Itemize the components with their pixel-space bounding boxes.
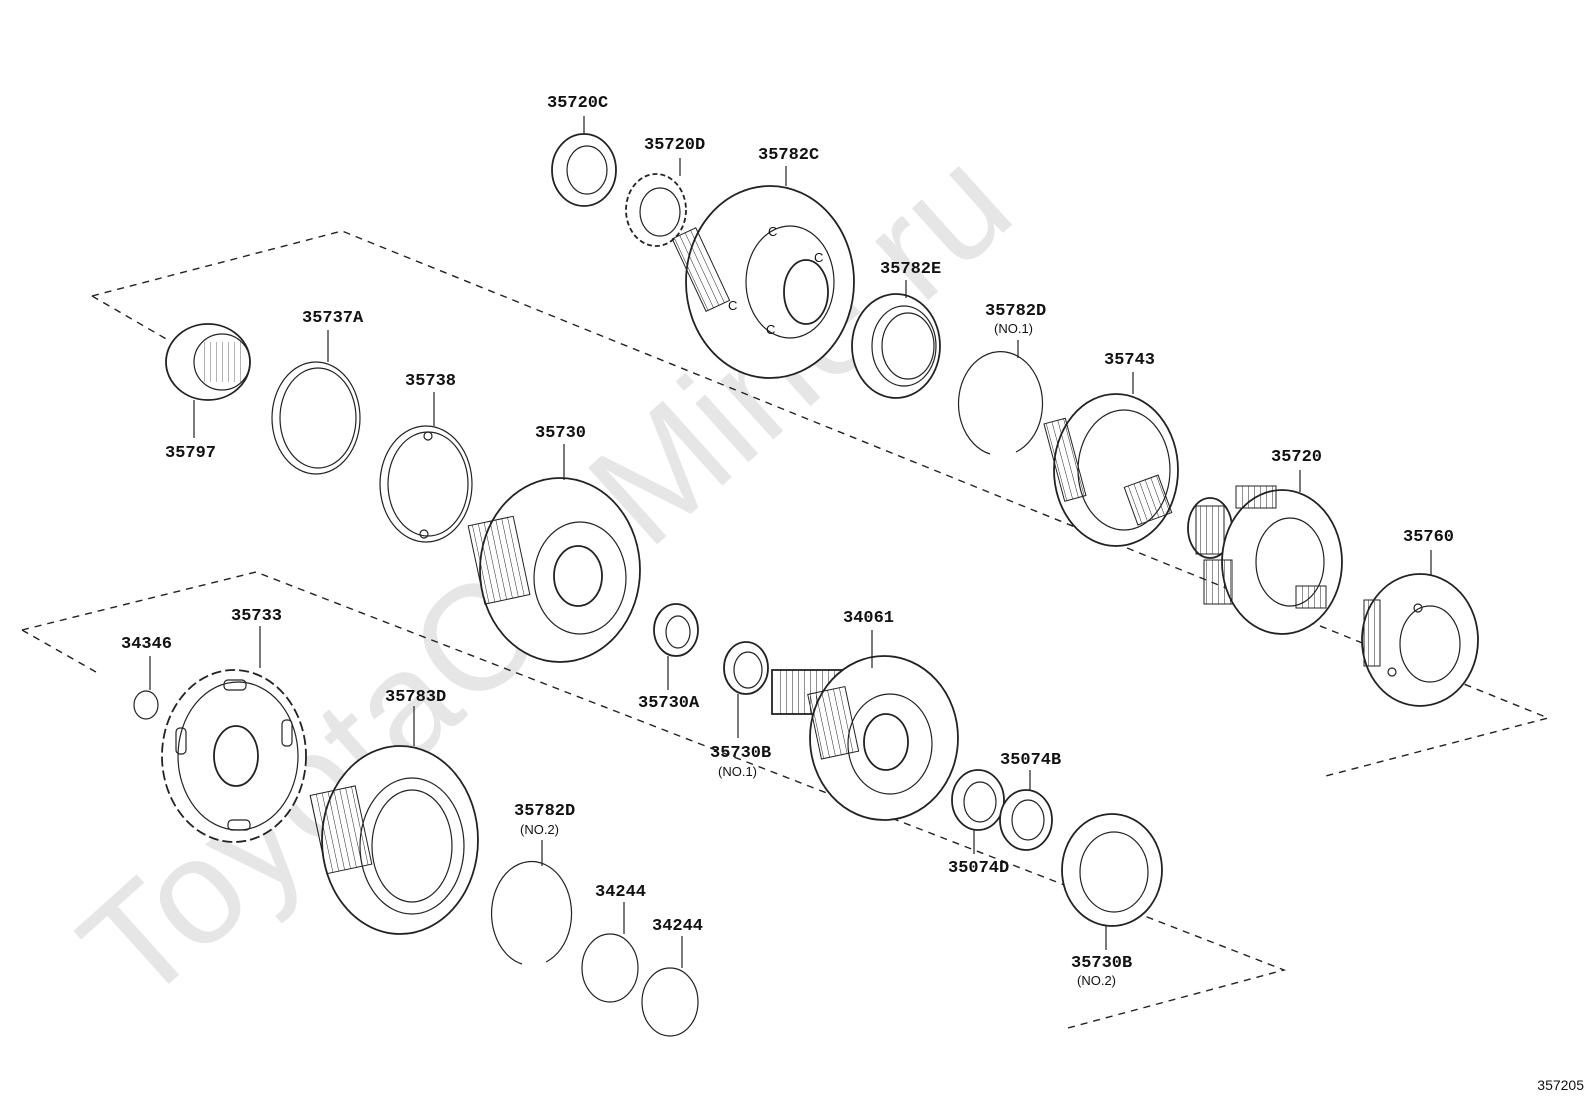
part-35730[interactable] (467, 444, 641, 663)
part-35782E[interactable] (851, 280, 941, 399)
label-35743: 35743 (1104, 351, 1155, 370)
part-35720[interactable] (1187, 470, 1343, 635)
label-35782E: 35782E (880, 260, 941, 279)
group-outline-upper-tick (91, 295, 169, 341)
part-35074D[interactable] (951, 769, 1005, 854)
label-34244-a: 34244 (595, 883, 646, 902)
part-35074B[interactable] (999, 770, 1053, 851)
label-35720: 35720 (1271, 448, 1322, 467)
label-34346: 34346 (121, 635, 172, 654)
label-35797: 35797 (165, 444, 216, 463)
svg-text:C: C (768, 224, 777, 239)
part-35760[interactable] (1361, 550, 1479, 707)
part-35733[interactable] (161, 626, 307, 843)
label-34061: 34061 (843, 609, 894, 628)
label-35730A: 35730A (638, 694, 700, 713)
label-35730B-no2-sub: (NO.2) (1077, 973, 1116, 988)
group-outline-lower (21, 571, 1287, 1029)
label-35782D-no1: 35782D (985, 302, 1046, 321)
part-35783D[interactable] (309, 706, 479, 935)
label-35730: 35730 (535, 424, 586, 443)
label-35074D: 35074D (948, 859, 1009, 878)
part-35782D-no2[interactable] (490, 840, 573, 965)
label-35720D: 35720D (644, 136, 705, 155)
part-35720C[interactable] (551, 116, 617, 207)
label-34244-b: 34244 (652, 917, 703, 936)
svg-text:C: C (814, 250, 823, 265)
part-35737A[interactable] (271, 330, 361, 475)
label-35730B-no2: 35730B (1071, 954, 1132, 973)
label-35074B: 35074B (1000, 751, 1061, 770)
part-35738[interactable] (379, 392, 473, 543)
diagram-reference-code: 357205 (1537, 1077, 1584, 1093)
part-35720D[interactable] (625, 158, 687, 247)
label-35782C: 35782C (758, 146, 819, 165)
label-35737A: 35737A (302, 309, 364, 328)
label-35738: 35738 (405, 372, 456, 391)
part-34244-b[interactable] (641, 936, 699, 1037)
label-35782D-no2: 35782D (514, 802, 575, 821)
part-35782D-no1[interactable] (957, 340, 1044, 455)
label-35783D: 35783D (385, 688, 446, 707)
label-35760: 35760 (1403, 528, 1454, 547)
part-35743[interactable] (1043, 372, 1179, 547)
label-35733: 35733 (231, 607, 282, 626)
part-34061[interactable] (771, 630, 959, 821)
label-35730B-no1: 35730B (710, 744, 771, 763)
part-35730B-no2[interactable] (1061, 813, 1163, 950)
part-34244-a[interactable] (581, 902, 639, 1003)
label-35782D-no1-sub: (NO.1) (994, 321, 1033, 336)
part-35730A[interactable] (653, 603, 699, 690)
part-35782C[interactable]: C C C C (671, 166, 855, 379)
label-35720C: 35720C (547, 94, 608, 113)
group-outline-lower-tick (21, 629, 97, 673)
part-35730B-no1[interactable] (723, 641, 769, 738)
label-35782D-no2-sub: (NO.2) (520, 822, 559, 837)
svg-text:C: C (728, 298, 737, 313)
part-34346[interactable] (133, 656, 159, 720)
label-35730B-no1-sub: (NO.1) (718, 764, 757, 779)
part-35797[interactable] (165, 323, 251, 438)
svg-text:C: C (766, 322, 775, 337)
